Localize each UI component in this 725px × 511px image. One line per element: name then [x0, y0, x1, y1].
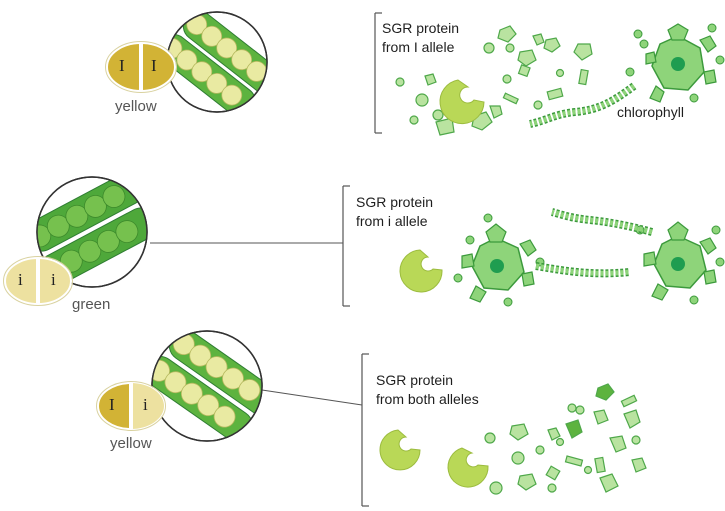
row3-genotype-badge: [96, 381, 166, 431]
row1-genotype-badge: [105, 41, 177, 93]
row2-chlorophyll-molecule-right: [550, 208, 725, 305]
row2-pea-pod-zoom: [36, 176, 148, 288]
row3-allele-1: I: [109, 395, 115, 414]
row3-sgr-protein-1: [379, 429, 421, 471]
row2-sgr-protein: [399, 249, 443, 293]
row2-protein-label-line1: SGR protein: [356, 194, 434, 210]
row1-sgr-protein: [439, 79, 485, 125]
row1-pea-pod-zoom: [166, 11, 268, 113]
row1-chlorophyll-fragments: [395, 25, 593, 136]
row1-protein-label: SGR protein from I allele: [382, 19, 459, 57]
row1-allele-2: I: [151, 56, 157, 75]
row2-allele-2: i: [51, 270, 56, 289]
row3-genotype-label: yellow: [110, 435, 152, 452]
row2-genotype-label: green: [72, 296, 111, 313]
row1-protein-label-line1: SGR protein: [382, 20, 460, 36]
row1-protein-label-line2: from I allele: [382, 39, 455, 55]
row3-protein-label-line1: SGR protein: [376, 372, 454, 388]
row2-allele-1: i: [18, 270, 23, 289]
row1-chlorophyll-molecule: [529, 23, 725, 128]
row1-allele-1: I: [119, 56, 125, 75]
row3-connector-line: [261, 389, 363, 406]
row2-protein-label-line2: from i allele: [356, 213, 428, 229]
row1-genotype-label: yellow: [115, 98, 157, 115]
row3-protein-label: SGR protein from both alleles: [376, 371, 479, 409]
chlorophyll-label: chlorophyll: [617, 104, 684, 120]
row2-chlorophyll-molecule-left: [453, 213, 631, 307]
row3-pea-pod-zoom: [151, 330, 263, 442]
row3-protein-label-line2: from both alleles: [376, 391, 479, 407]
row2-protein-label: SGR protein from i allele: [356, 193, 433, 231]
row3-sgr-protein-2: [447, 447, 489, 488]
row2-genotype-badge: [3, 256, 73, 306]
row3-chlorophyll-fragments: [484, 383, 647, 495]
row3-allele-2: i: [143, 395, 148, 414]
